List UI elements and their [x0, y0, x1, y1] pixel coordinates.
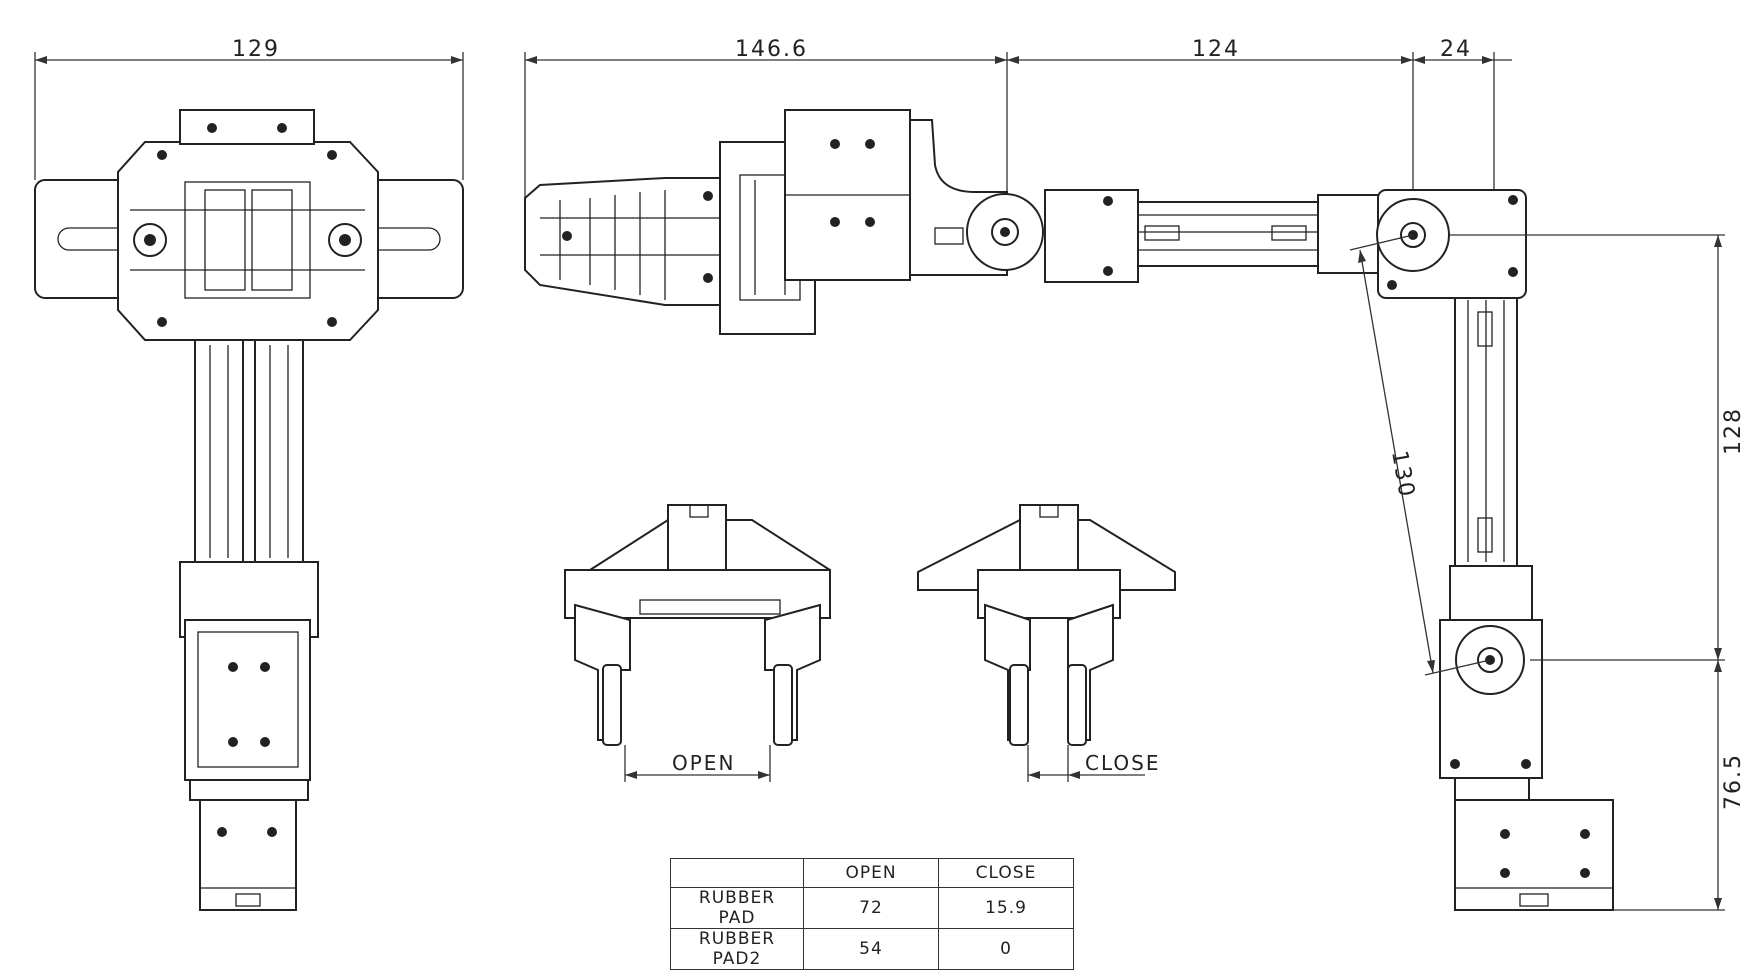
table-cell-close: 15.9	[938, 887, 1074, 929]
dim-765-label: 76.5	[1721, 753, 1746, 810]
side-upper-servo	[1044, 189, 1139, 283]
top-rail-left	[194, 339, 244, 563]
open-gripper-crossbar	[564, 569, 831, 619]
dim-146-label: 146.6	[735, 37, 808, 62]
table-header-row: OPEN CLOSE	[670, 858, 1074, 888]
top-view: 129	[34, 37, 464, 911]
table-row: RUBBER PAD2 54 0	[670, 928, 1074, 970]
dim-top-view-width: 129	[34, 37, 464, 180]
side-upper-link	[1137, 201, 1319, 267]
open-label: OPEN	[672, 751, 735, 775]
table-cell-close: 0	[938, 928, 1074, 970]
dim-124-label: 124	[1192, 37, 1240, 62]
table-header-cell: CLOSE	[938, 858, 1074, 888]
gripper-close-view: CLOSE	[917, 504, 1176, 782]
table-cell-open: 72	[803, 887, 939, 929]
dim-24-label: 24	[1440, 37, 1472, 62]
side-base-servo	[1439, 619, 1543, 779]
top-rail-right	[254, 339, 304, 563]
dim-129-label: 129	[232, 37, 280, 62]
side-base-plate	[1454, 777, 1530, 801]
gripper-spec-table: OPEN CLOSE RUBBER PAD 72 15.9 RUBBER PAD…	[670, 858, 1074, 970]
dim-top-chain: 146.6 124 24	[524, 37, 1512, 235]
close-label: CLOSE	[1085, 751, 1160, 775]
dim-130-label: 130	[1386, 449, 1419, 501]
table-header-cell	[670, 858, 804, 888]
table-cell-name: RUBBER PAD2	[670, 928, 804, 970]
top-head	[179, 109, 315, 145]
side-base	[1454, 799, 1614, 911]
table-cell-name: RUBBER PAD	[670, 887, 804, 929]
table-cell-open: 54	[803, 928, 939, 970]
top-lower-plate	[189, 779, 309, 801]
top-lower-servo	[184, 619, 311, 781]
top-body	[117, 141, 379, 341]
dim-128-label: 128	[1721, 407, 1746, 455]
dim-right-chain: 128 76.5	[1450, 234, 1746, 911]
side-view: 146.6 124 24	[524, 37, 1746, 911]
top-base	[199, 799, 297, 911]
side-lower-bracket	[1449, 565, 1533, 622]
table-row: RUBBER PAD 72 15.9	[670, 887, 1074, 929]
gripper-open-view: OPEN	[564, 504, 831, 782]
table-header-cell: OPEN	[803, 858, 939, 888]
